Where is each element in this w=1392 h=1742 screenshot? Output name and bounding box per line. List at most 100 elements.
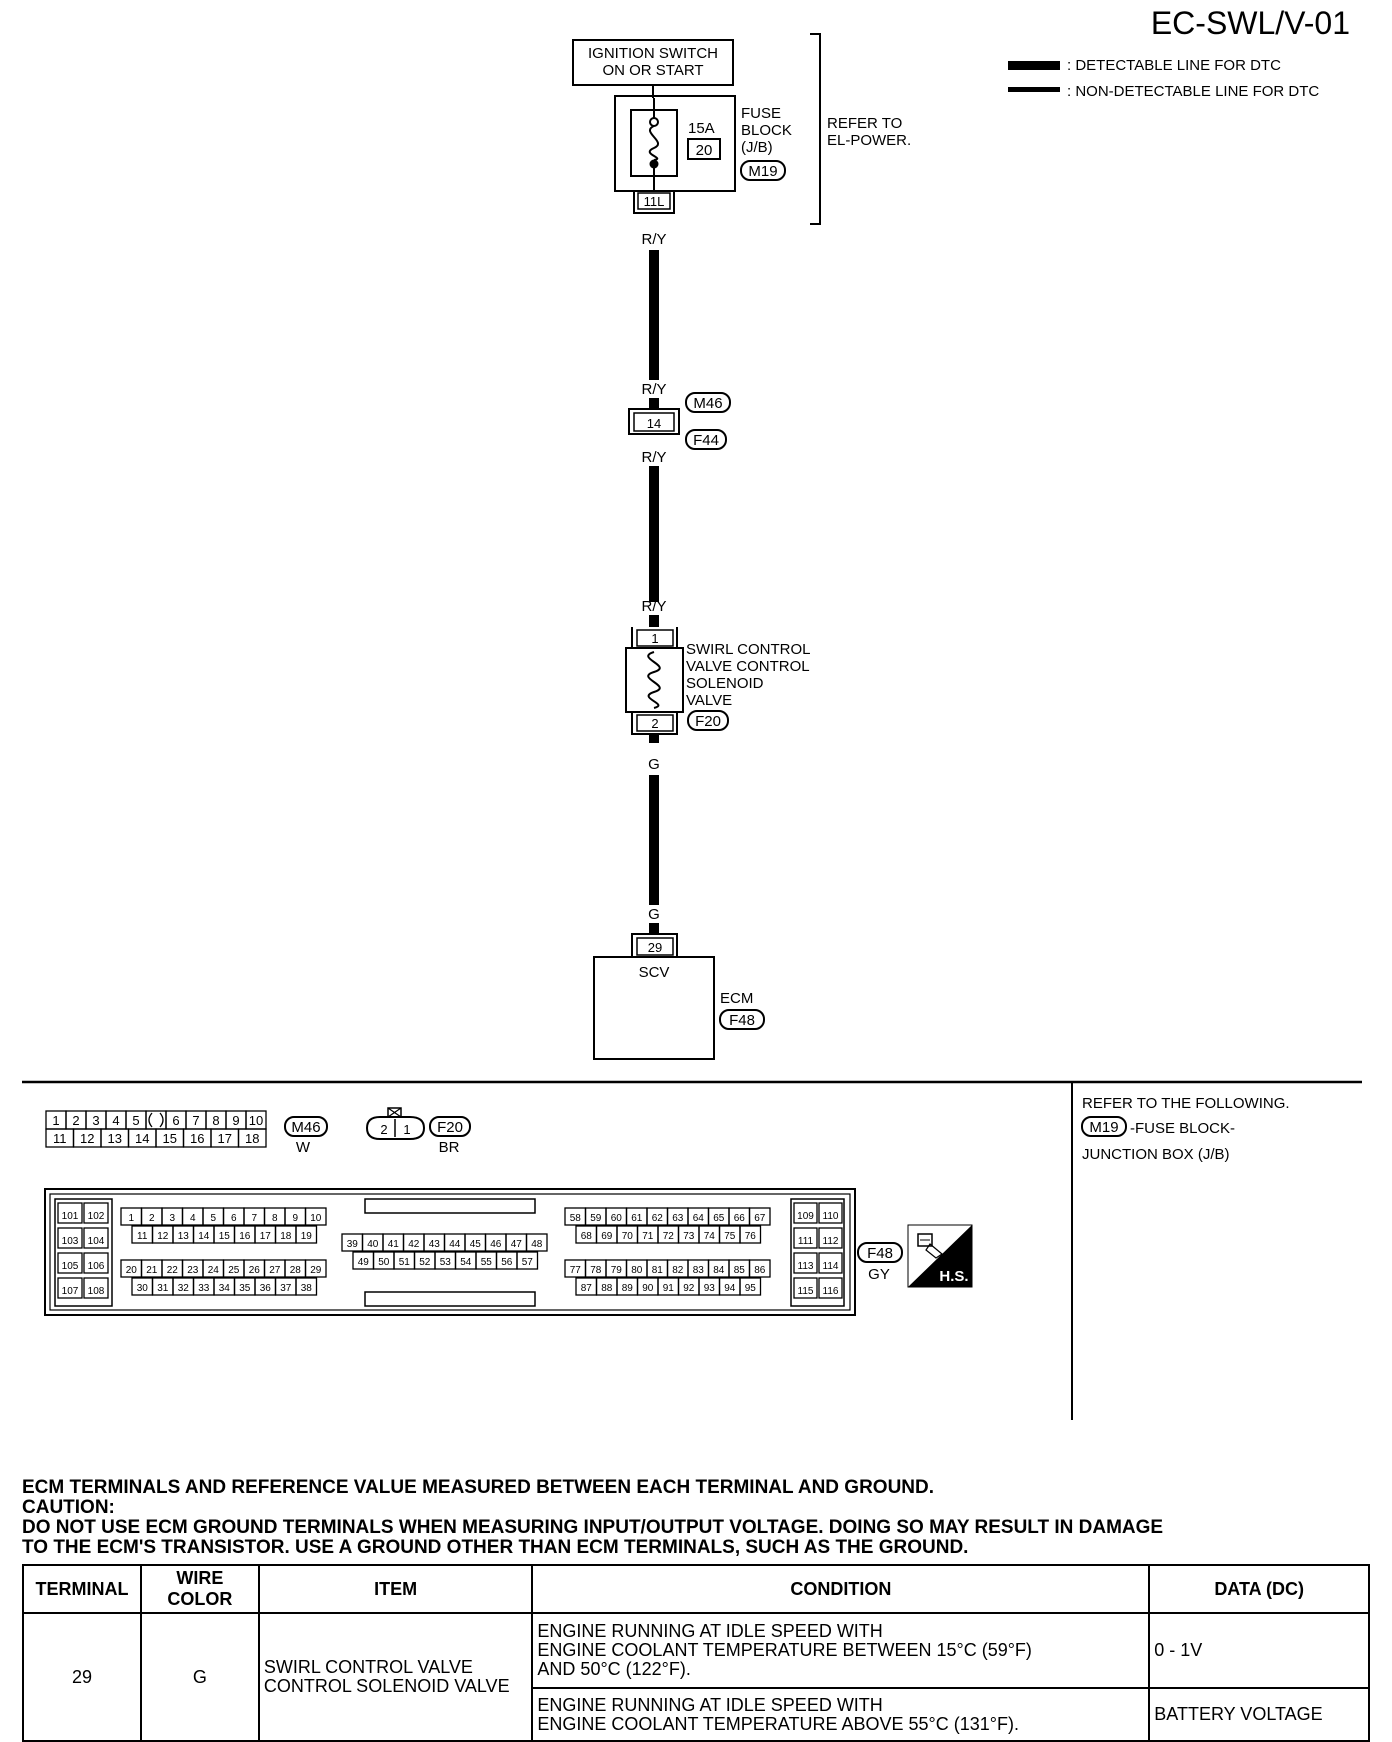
wire-color-ry-3: R/Y — [641, 449, 666, 466]
solenoid-coil-icon — [647, 651, 661, 709]
header-data: DATA (DC) — [1148, 1564, 1370, 1614]
pin-number: 49 — [358, 1257, 370, 1268]
pin-number: 40 — [367, 1239, 379, 1250]
pin-number: 109 — [797, 1211, 814, 1222]
pin-number: 50 — [378, 1257, 390, 1268]
pin-cell — [295, 1277, 318, 1296]
pin-number: 70 — [622, 1231, 634, 1242]
pin-number: 8 — [212, 1113, 219, 1128]
pin-number: 21 — [146, 1265, 158, 1276]
fuse-label1: FUSE — [741, 105, 781, 122]
pin-number: 63 — [672, 1213, 684, 1224]
header-item: ITEM — [257, 1564, 534, 1614]
ecm-box: 29 SCV — [593, 933, 715, 1060]
pin-number: 24 — [208, 1265, 220, 1276]
pin-number: 12 — [80, 1131, 94, 1146]
pin-number: 67 — [754, 1213, 766, 1224]
pin-number: 94 — [724, 1283, 736, 1294]
pin-number: 80 — [631, 1265, 643, 1276]
header-terminal: TERMINAL — [22, 1564, 142, 1614]
wire-color-g-2: G — [648, 906, 660, 923]
pin-cell — [739, 1225, 762, 1244]
pin-number: 106 — [88, 1261, 105, 1272]
pin-cell — [818, 1252, 843, 1274]
ignition-line1: IGNITION SWITCH — [588, 45, 718, 62]
wire-ry-1 — [649, 250, 659, 380]
header-wire-color: WIRE COLOR — [139, 1564, 260, 1614]
pin-number: 1 — [52, 1113, 59, 1128]
pin-cell — [793, 1252, 818, 1274]
pin-number: 16 — [190, 1131, 204, 1146]
pin-cell — [295, 1225, 318, 1244]
refer-following-line2: -FUSE BLOCK- — [1130, 1120, 1235, 1137]
legend-detectable: : DETECTABLE LINE FOR DTC — [1067, 57, 1281, 74]
pin-number: 17 — [218, 1131, 232, 1146]
pin-number: 16 — [239, 1231, 251, 1242]
pin-number: 32 — [178, 1283, 190, 1294]
ecm-signal: SCV — [639, 964, 670, 981]
pin-cell — [748, 1207, 771, 1226]
fuse-icon — [648, 125, 659, 161]
pin-number: 6 — [231, 1213, 237, 1224]
pin-cell — [304, 1259, 327, 1278]
joint-conn-bottom: F44 — [693, 432, 719, 449]
pin-number: 20 — [126, 1265, 138, 1276]
table-header-row: TERMINAL WIRE COLOR ITEM CONDITION DATA … — [22, 1564, 1370, 1614]
cell-condition-1: ENGINE RUNNING AT IDLE SPEED WITH ENGINE… — [531, 1611, 1151, 1690]
pin-number: 19 — [301, 1231, 313, 1242]
fuse-connector: M19 — [748, 163, 777, 180]
pin-number: 56 — [501, 1257, 513, 1268]
pin-cell — [83, 1277, 109, 1299]
pin-cell — [516, 1251, 539, 1270]
pin-number: 37 — [280, 1283, 292, 1294]
cell-condition-2: ENGINE RUNNING AT IDLE SPEED WITH ENGINE… — [531, 1687, 1151, 1742]
pin-cell — [57, 1252, 83, 1274]
pin-number: 51 — [399, 1257, 411, 1268]
page-code: EC-SWL/V-01 — [1151, 5, 1350, 41]
pin-number: 1 — [128, 1213, 134, 1224]
swirl-control-solenoid: 1 2 — [625, 627, 684, 735]
pin-number: 59 — [590, 1213, 602, 1224]
pin-number: 95 — [745, 1283, 757, 1294]
pin-cell — [525, 1233, 548, 1252]
pin-cell — [57, 1277, 83, 1299]
pin-number: 13 — [108, 1131, 122, 1146]
pin-number: 33 — [198, 1283, 210, 1294]
pin-number: 85 — [734, 1265, 746, 1276]
pin-number: 111 — [798, 1236, 814, 1247]
pin-number: 3 — [92, 1113, 99, 1128]
pin-number: 42 — [408, 1239, 420, 1250]
pin-number: 31 — [157, 1283, 169, 1294]
pin-cell — [818, 1202, 843, 1224]
wire-color-ry-2: R/Y — [641, 381, 666, 398]
pin-number: 13 — [178, 1231, 190, 1242]
pin-cell — [818, 1277, 843, 1299]
pin-number: 79 — [611, 1265, 623, 1276]
pin-number: 15 — [219, 1231, 231, 1242]
pin-number: 11 — [53, 1131, 67, 1146]
joint-pin: 14 — [647, 416, 661, 431]
solenoid-line3: SOLENOID — [686, 675, 764, 692]
ecm-connector: F48 — [729, 1012, 755, 1029]
pin-cell — [237, 1128, 267, 1148]
solenoid-connector: F20 — [695, 713, 721, 730]
pin-number: 92 — [683, 1283, 695, 1294]
pin-number: 110 — [823, 1211, 839, 1222]
pin-cell — [83, 1227, 109, 1249]
pin-number: 15 — [163, 1131, 177, 1146]
pin-number: 9 — [232, 1113, 239, 1128]
pin-number: 4 — [112, 1113, 119, 1128]
pin-number: 26 — [249, 1265, 261, 1276]
pin-number: 11 — [137, 1231, 148, 1242]
pin-number: 83 — [693, 1265, 705, 1276]
f20-id: F20 — [437, 1119, 463, 1136]
pin-number: 58 — [570, 1213, 582, 1224]
pin-cell — [739, 1277, 762, 1296]
pin-number: 18 — [245, 1131, 259, 1146]
pin-number: 71 — [642, 1231, 654, 1242]
refer-line1: REFER TO — [827, 115, 902, 132]
ignition-switch: IGNITION SWITCH ON OR START — [572, 39, 734, 86]
fuse-amp: 15A — [688, 120, 715, 137]
